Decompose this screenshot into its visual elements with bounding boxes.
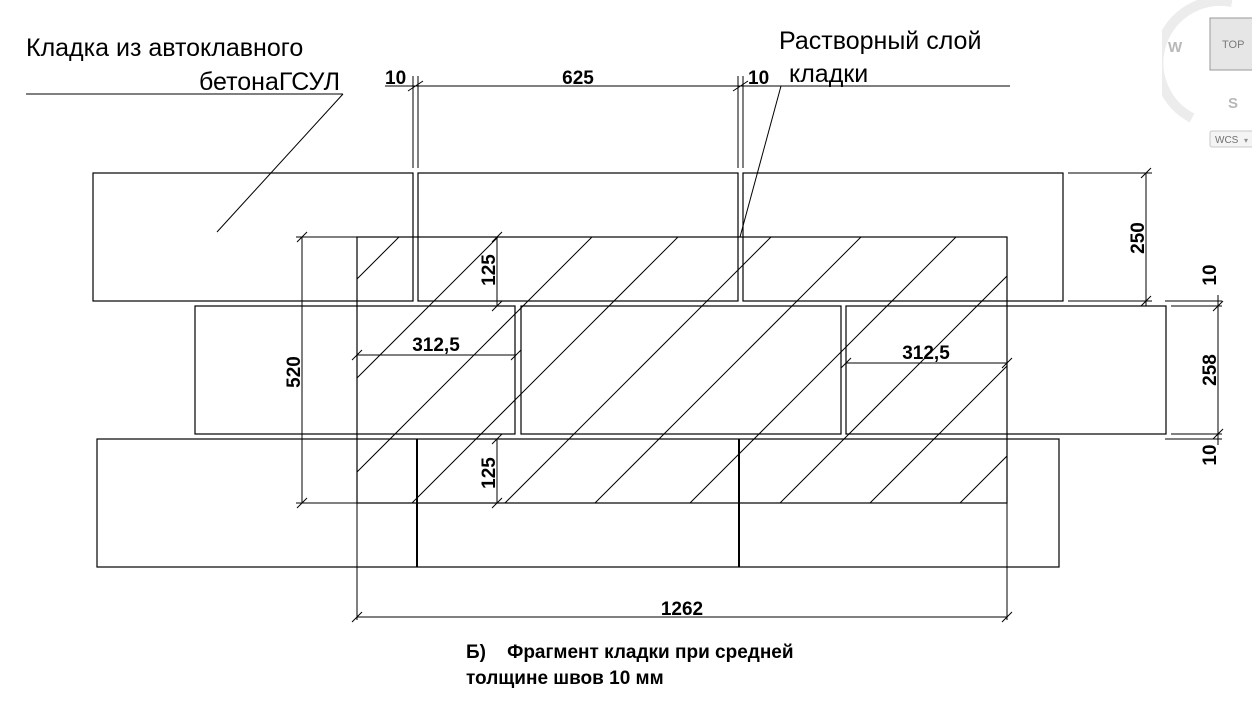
leader-mortar xyxy=(739,85,782,238)
leader-material xyxy=(216,93,344,233)
dim-block-length: 625 xyxy=(562,68,594,89)
label-mortar-line2: кладки xyxy=(789,60,868,88)
dim-section-height: 520 xyxy=(284,356,305,388)
chevron-down-icon: ▾ xyxy=(1244,136,1248,145)
dim-joint-right-bottom: 10 xyxy=(1200,444,1221,465)
viewcube[interactable]: W TOP S WCS ▾ xyxy=(1162,0,1252,160)
dim-half-height-bottom: 125 xyxy=(479,457,500,489)
dim-block-height: 250 xyxy=(1128,222,1149,254)
block-row2-middle xyxy=(520,305,842,435)
label-mortar-line1: Растворный слой xyxy=(779,27,981,55)
dim-joint-top-left: 10 xyxy=(385,68,406,89)
viewcube-compass-ring xyxy=(1162,0,1233,123)
caption-line1: Б) Фрагмент кладки при средней xyxy=(466,642,794,663)
wcs-label: WCS xyxy=(1215,135,1239,146)
label-material-line2: бетонаГСУЛ xyxy=(199,68,340,96)
viewcube-west-label[interactable]: W xyxy=(1168,39,1183,56)
dim-joint-right-top: 10 xyxy=(1200,264,1221,285)
dim-half-height-top: 125 xyxy=(479,254,500,286)
hatch-pattern xyxy=(357,237,1007,503)
block-row2-right xyxy=(845,305,1167,435)
block-row2-left xyxy=(194,305,516,435)
wcs-menu-button[interactable] xyxy=(1209,130,1252,148)
dim-total-length: 1262 xyxy=(661,599,703,620)
dim-row-height: 258 xyxy=(1200,354,1221,386)
label-material-line1: Кладка из автоклавного xyxy=(26,34,303,62)
viewcube-top-label: TOP xyxy=(1222,39,1244,51)
dim-joint-top-right: 10 xyxy=(748,68,769,89)
dim-half-block-right: 312,5 xyxy=(902,343,950,364)
viewcube-top-face[interactable] xyxy=(1209,17,1252,71)
caption-line2: толщине швов 10 мм xyxy=(466,668,664,689)
dim-half-block-left: 312,5 xyxy=(412,335,460,356)
viewcube-south-label[interactable]: S xyxy=(1228,95,1238,112)
